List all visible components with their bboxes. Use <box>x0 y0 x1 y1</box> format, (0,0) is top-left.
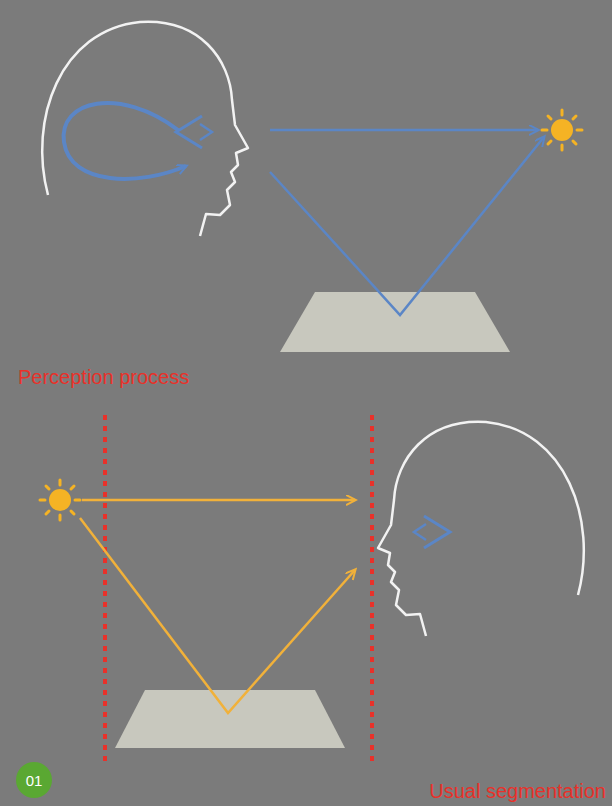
segmentation-scene <box>40 415 584 762</box>
callout-number: 01 <box>26 773 43 788</box>
perception-scene <box>42 22 582 352</box>
callout-badge: 01 <box>16 762 52 798</box>
section-caption: Perception process <box>18 366 189 388</box>
section-caption: Usual segmentation <box>429 780 606 802</box>
